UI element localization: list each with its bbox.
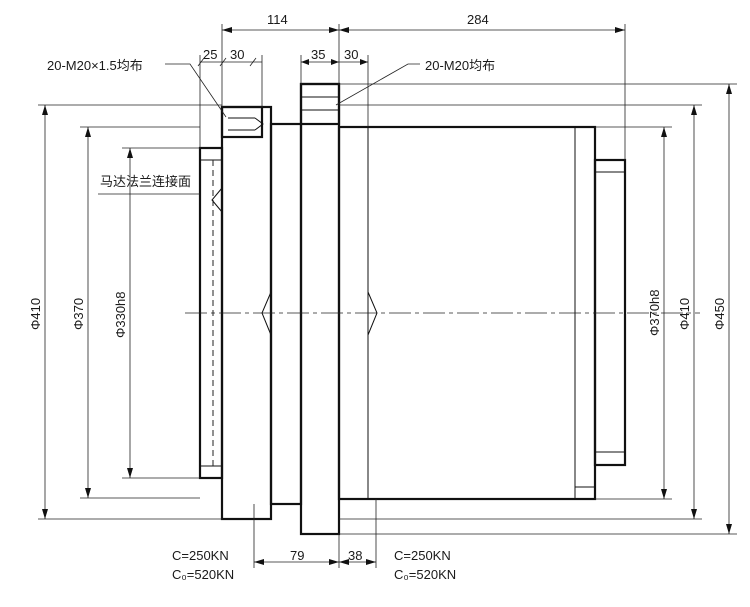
dim-284: 284 bbox=[467, 12, 489, 27]
right-bolt-hole bbox=[299, 82, 341, 126]
diameter-dimensions bbox=[38, 83, 737, 535]
dim-30-left: 30 bbox=[230, 47, 244, 62]
middle-ring bbox=[269, 122, 303, 506]
dim-30-right: 30 bbox=[344, 47, 358, 62]
right-flange bbox=[299, 82, 341, 536]
end-cap bbox=[593, 158, 627, 467]
dia-410-left: Φ410 bbox=[28, 298, 43, 330]
dim-38: 38 bbox=[348, 548, 362, 563]
dia-450: Φ450 bbox=[712, 298, 727, 330]
load-c0-left: C₀=520KN bbox=[172, 567, 234, 582]
dia-370h8: Φ370h8 bbox=[647, 289, 662, 336]
load-c-left: C=250KN bbox=[172, 548, 229, 563]
load-c0-right: C₀=520KN bbox=[394, 567, 456, 582]
dia-370-left: Φ370 bbox=[71, 298, 86, 330]
bottom-dimensions bbox=[253, 499, 377, 568]
dia-410-right: Φ410 bbox=[677, 298, 692, 330]
callout-left-holes: 20-M20×1.5均布 bbox=[47, 58, 143, 73]
callout-right-holes: 20-M20均布 bbox=[425, 58, 495, 73]
leader-lines bbox=[98, 63, 420, 195]
dim-35: 35 bbox=[311, 47, 325, 62]
left-bolt-hole bbox=[220, 105, 264, 139]
top-dimensions bbox=[197, 24, 626, 160]
dim-79: 79 bbox=[290, 548, 304, 563]
dim-25: 25 bbox=[203, 47, 217, 62]
dia-330h8: Φ330h8 bbox=[113, 291, 128, 338]
load-c-right: C=250KN bbox=[394, 548, 451, 563]
callout-motor-flange: 马达法兰连接面 bbox=[100, 174, 191, 189]
dim-114: 114 bbox=[267, 12, 288, 27]
